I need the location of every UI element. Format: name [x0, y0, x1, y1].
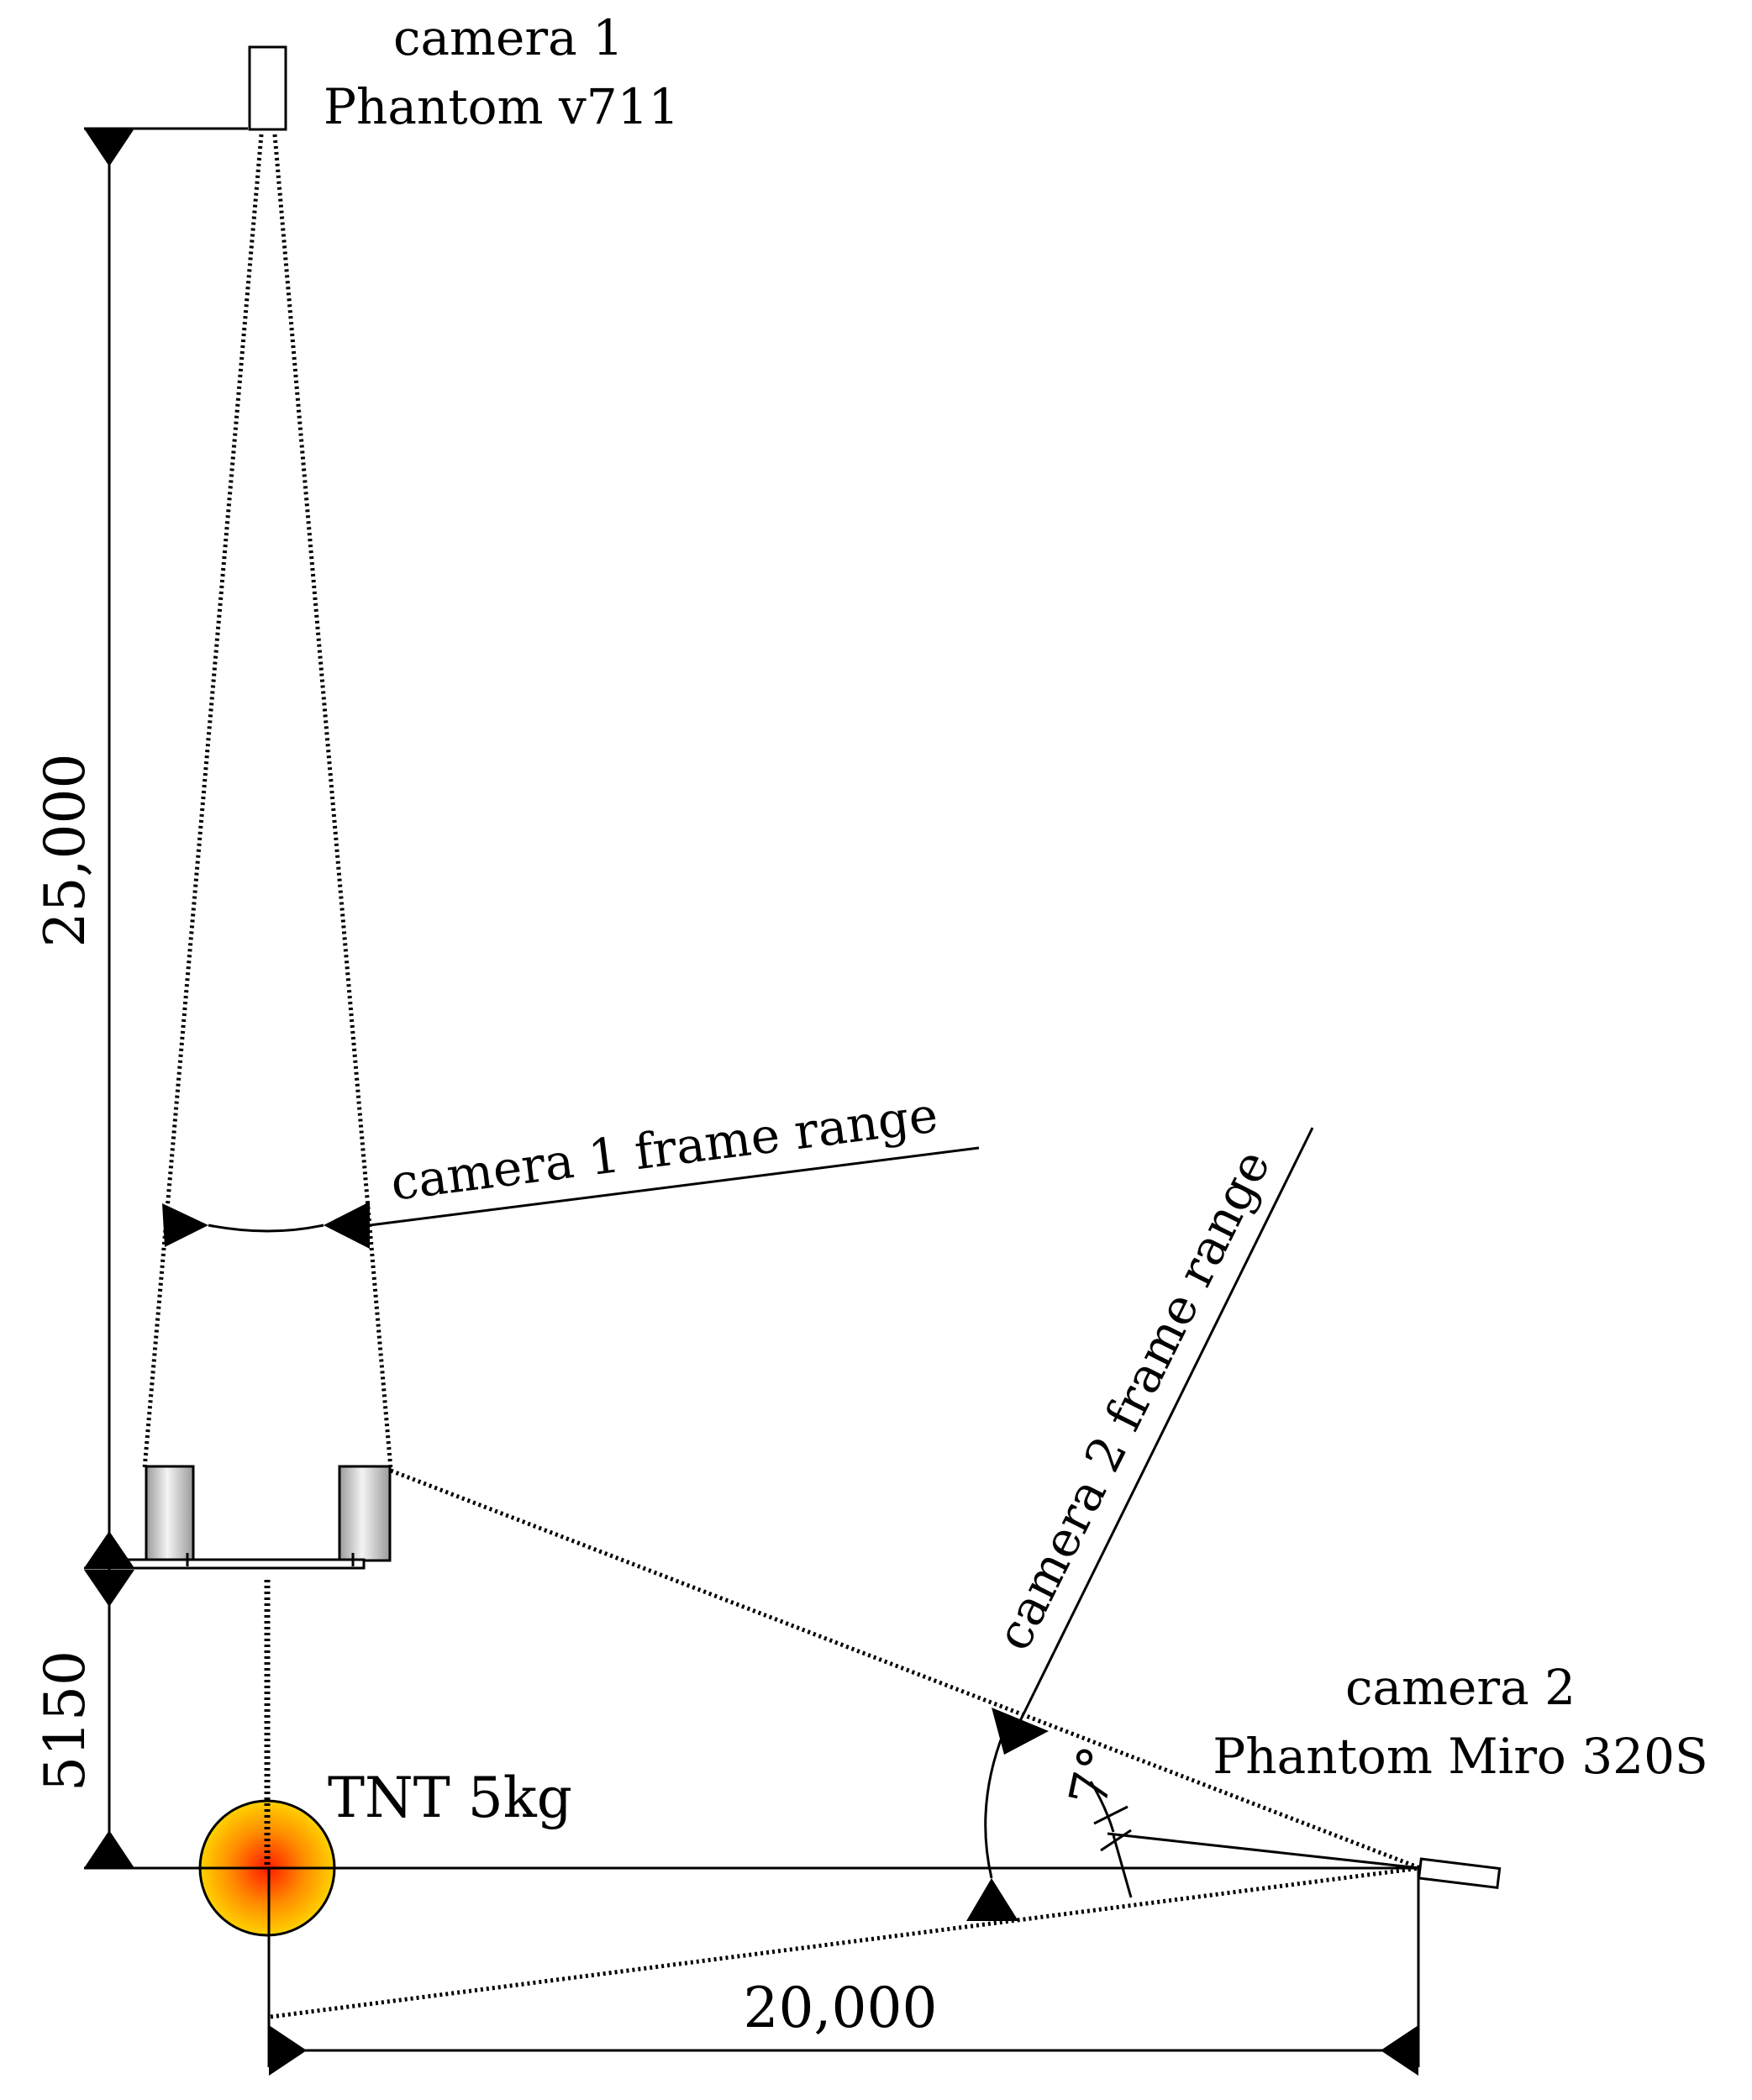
camera-2-axis-line: [1107, 1832, 1421, 1870]
camera-2-frame-range-leader: [1017, 1127, 1314, 1725]
dim-arrow-ground-up: [84, 1830, 134, 1868]
dimension-target-height: 5150: [33, 1650, 97, 1792]
camera-2-frame-range-bottom-arrow: [966, 1878, 1018, 1921]
dim-arrow-camera2: [1381, 2025, 1418, 2076]
camera-1-name: camera 1: [393, 9, 623, 66]
camera-2-icon: [1417, 1857, 1502, 1890]
target-right: [338, 1465, 392, 1562]
camera-2-frame-range-top-arrow: [992, 1708, 1049, 1755]
camera-2-model: Phantom Miro 320S: [1213, 1728, 1707, 1785]
camera-1-frame-range-label: camera 1 frame range: [387, 1086, 940, 1212]
angle-arc: [1089, 1781, 1115, 1833]
dim-arrow-target-up: [84, 1531, 134, 1568]
angle-extension: [1112, 1834, 1133, 1898]
camera-1-view-lines: [142, 134, 393, 1470]
camera-1-frame-range-left-arrow: [162, 1203, 208, 1247]
target-stand: [124, 1558, 366, 1570]
camera-1-icon: [248, 45, 287, 131]
dim-arrow-charge: [269, 2025, 307, 2076]
dimension-camera1-height: 25,000: [33, 754, 97, 948]
camera-2-frame-range-arc: [984, 1730, 1006, 1879]
camera-2-name: camera 2: [1345, 1659, 1576, 1716]
camera-1-frame-range-leader: [369, 1146, 980, 1227]
dim-arrow-camera1-top: [84, 129, 134, 166]
camera-1-frame-range-arc: [208, 1224, 324, 1233]
dim-arrow-target-down: [84, 1570, 134, 1607]
tnt-charge-label: TNT 5kg: [328, 1766, 572, 1830]
target-left: [145, 1465, 195, 1562]
camera-2-view-lines: [270, 1468, 1421, 2019]
camera-1-model: Phantom v711: [324, 78, 679, 135]
camera-1-frame-range-right-arrow: [324, 1202, 370, 1249]
dimension-camera2-distance: 20,000: [744, 1976, 938, 2040]
angle-label: 7°: [1057, 1740, 1129, 1811]
camera-2-frame-range-label: camera 2 frame range: [985, 1141, 1281, 1660]
angle-tick-top: [1093, 1805, 1129, 1825]
